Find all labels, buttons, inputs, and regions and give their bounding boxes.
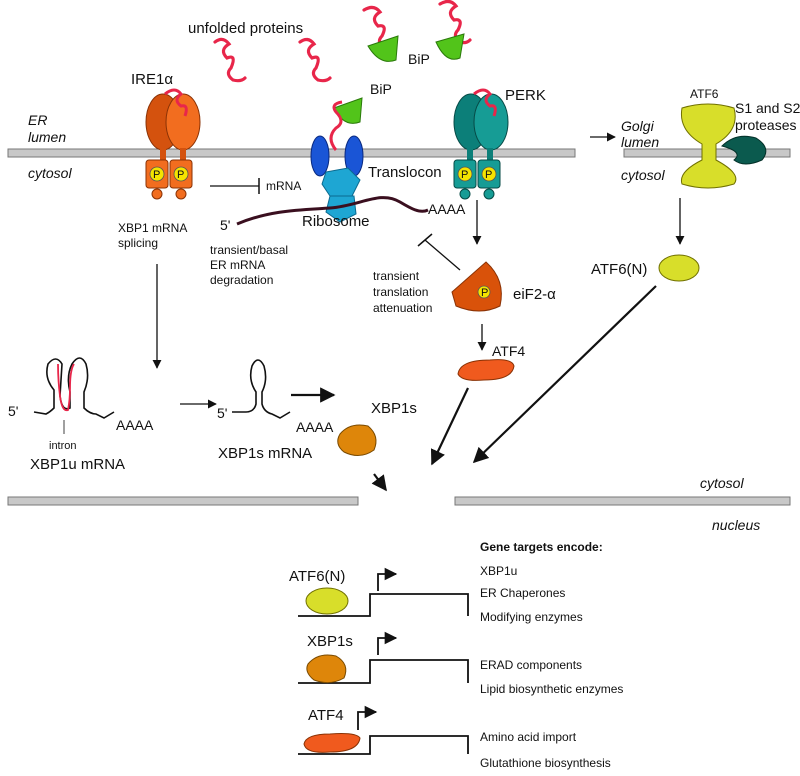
xbp1s-five-prime: 5' bbox=[217, 405, 227, 421]
atf6-golgi-label: ATF6 bbox=[690, 87, 719, 101]
nuclear-envelope-left bbox=[7, 496, 359, 506]
gene-target-text: Glutathione biosynthesis bbox=[480, 756, 611, 770]
xbp1-splicing-label: XBP1 mRNA bbox=[118, 221, 187, 235]
degradation-label-3: degradation bbox=[210, 273, 273, 287]
ribosome-mrna bbox=[236, 196, 429, 226]
bip-translocon-label: BiP bbox=[370, 81, 392, 97]
cytosol-nucleus-label: cytosol bbox=[700, 475, 744, 491]
svg-text:P: P bbox=[153, 169, 160, 181]
transcription-start-arrow bbox=[377, 631, 398, 655]
atf6n-protein bbox=[658, 254, 700, 282]
ribosome-aaaa: AAAA bbox=[428, 201, 466, 217]
xbp1s-to-nucleus-arrow bbox=[371, 473, 387, 492]
gene-target-text: Lipid biosynthetic enzymes bbox=[480, 682, 623, 696]
bip-top-label: BiP bbox=[408, 51, 430, 67]
er-membrane bbox=[7, 148, 576, 158]
xbp1s-protein-label: XBP1s bbox=[371, 400, 417, 417]
xbp1u-mrna-label: XBP1u mRNA bbox=[30, 456, 125, 473]
bip-top-right bbox=[435, 33, 465, 60]
xbp1-splicing-label-2: splicing bbox=[118, 236, 158, 250]
nascent-chain bbox=[329, 100, 343, 151]
gene-factor-label: XBP1s bbox=[307, 633, 353, 650]
ribosome-five-prime: 5' bbox=[220, 217, 230, 233]
atf6-golgi bbox=[680, 103, 737, 189]
gene-group-atf6n: ATF6(N) XBP1u ER Chaperones Modifying en… bbox=[289, 564, 583, 624]
mrna-label: mRNA bbox=[266, 179, 301, 193]
er-lumen-label: ER bbox=[28, 112, 47, 128]
ire1a-receptor: P P bbox=[145, 88, 201, 200]
s1s2-proteases bbox=[721, 135, 767, 165]
er-lumen-label-2: lumen bbox=[28, 129, 66, 145]
eif2a-label: eiF2-α bbox=[513, 286, 556, 303]
translocon-label: Translocon bbox=[368, 164, 442, 181]
gene-target-text: Amino acid import bbox=[480, 730, 577, 744]
xbp1u-aaaa: AAAA bbox=[116, 417, 154, 433]
atf4-to-nucleus-arrow bbox=[430, 387, 469, 466]
ribosome bbox=[321, 167, 361, 223]
degradation-label-2: ER mRNA bbox=[210, 258, 265, 272]
xbp1s-mrna-label: XBP1s mRNA bbox=[218, 445, 312, 462]
attenuation-label-2: translation bbox=[373, 285, 428, 299]
gene-target-text: XBP1u bbox=[480, 564, 517, 578]
intron-label: intron bbox=[49, 440, 77, 452]
gene-group-xbp1s: XBP1s ERAD components Lipid biosynthetic… bbox=[298, 631, 623, 696]
nucleus-label: nucleus bbox=[712, 517, 760, 533]
atf4-bound-protein bbox=[303, 733, 361, 753]
perk-label: PERK bbox=[505, 87, 546, 104]
gene-target-text: Modifying enzymes bbox=[480, 610, 583, 624]
perk-receptor: P P bbox=[453, 88, 509, 200]
gene-factor-label: ATF4 bbox=[308, 707, 344, 724]
transcription-start-arrow bbox=[377, 567, 398, 591]
attenuation-label-3: attenuation bbox=[373, 301, 432, 315]
nuclear-envelope-right bbox=[454, 496, 791, 506]
bip-top-left bbox=[367, 35, 399, 62]
gene-targets-heading: Gene targets encode: bbox=[480, 540, 603, 554]
atf4-label: ATF4 bbox=[492, 343, 525, 359]
gene-body bbox=[298, 659, 469, 684]
svg-text:P: P bbox=[485, 169, 492, 181]
gene-target-text: ER Chaperones bbox=[480, 586, 565, 600]
degradation-label: transient/basal bbox=[210, 243, 288, 257]
gene-target-text: ERAD components bbox=[480, 658, 582, 672]
eif2a-protein bbox=[451, 261, 502, 312]
svg-text:P: P bbox=[177, 169, 184, 181]
gene-body bbox=[298, 593, 469, 617]
gene-factor-label: ATF6(N) bbox=[289, 568, 345, 585]
unfolded-protein-squiggles bbox=[213, 0, 472, 83]
xbp1s-protein bbox=[337, 424, 377, 456]
s1s2-label: S1 and S2 bbox=[735, 100, 800, 116]
atf6n-to-nucleus-arrow bbox=[472, 285, 657, 464]
golgi-lumen-label: Golgi bbox=[621, 118, 655, 134]
atf6n-bound-protein bbox=[305, 587, 349, 615]
xbp1s-mrna bbox=[232, 359, 291, 419]
xbp1u-mrna bbox=[33, 357, 115, 434]
gene-group-atf4: ATF4 Amino acid import Glutathione biosy… bbox=[298, 705, 611, 770]
inhibition-bar-2 bbox=[417, 233, 433, 247]
unfolded-proteins-label: unfolded proteins bbox=[188, 20, 303, 37]
eif2a-phospho-label: P bbox=[481, 287, 488, 299]
s1s2-label-2: proteases bbox=[735, 117, 796, 133]
attenuation-inhibition bbox=[424, 239, 461, 271]
transcription-start-arrow bbox=[357, 705, 378, 730]
xbp1s-aaaa: AAAA bbox=[296, 419, 334, 435]
svg-text:P: P bbox=[461, 169, 468, 181]
attenuation-label: transient bbox=[373, 269, 420, 283]
xbp1u-five-prime: 5' bbox=[8, 403, 18, 419]
translocon bbox=[310, 135, 364, 177]
cytosol-golgi-label: cytosol bbox=[621, 167, 665, 183]
atf4-protein bbox=[457, 359, 515, 381]
ire1a-label: IRE1α bbox=[131, 71, 173, 88]
atf6n-label: ATF6(N) bbox=[591, 261, 647, 278]
ribosome-label: Ribosome bbox=[302, 213, 370, 230]
cytosol-left-label: cytosol bbox=[28, 165, 72, 181]
xbp1s-bound-protein bbox=[306, 654, 347, 684]
gene-body bbox=[298, 735, 469, 755]
eif2a-phospho bbox=[477, 285, 491, 299]
golgi-lumen-label-2: lumen bbox=[621, 134, 659, 150]
